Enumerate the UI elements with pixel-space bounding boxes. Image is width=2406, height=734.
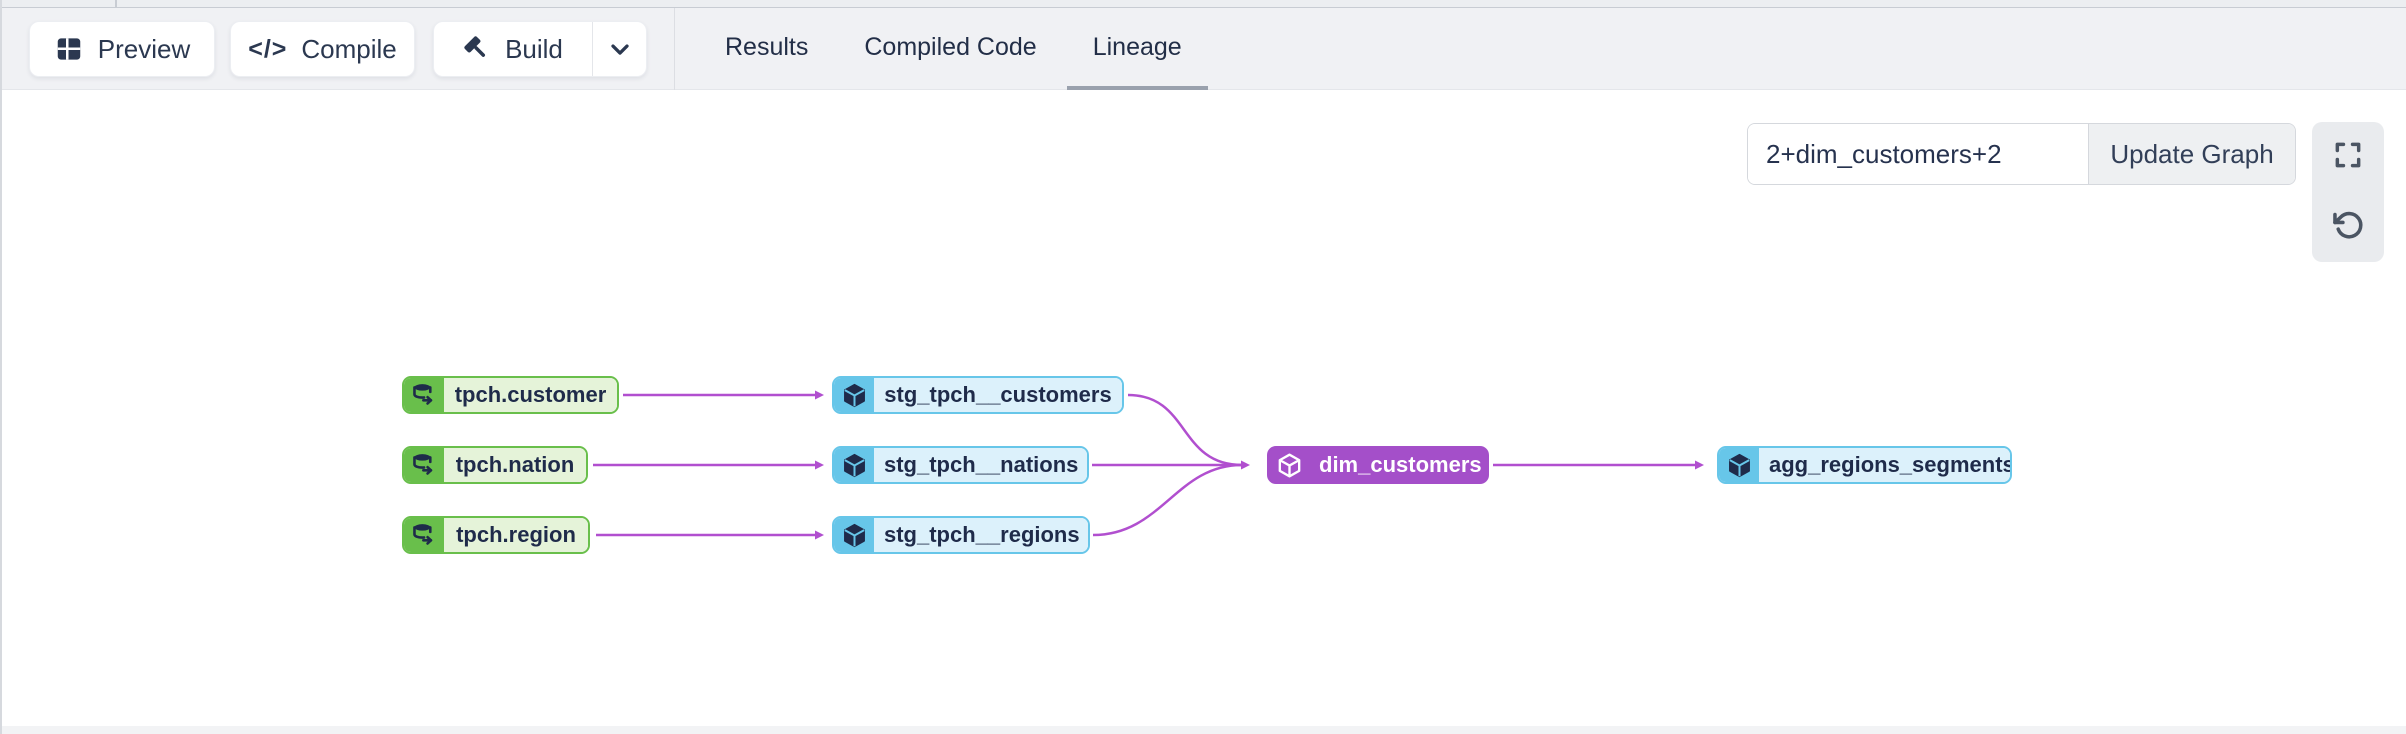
database-icon: [404, 378, 444, 412]
graph-controls-panel: [2312, 122, 2384, 262]
graph-node-tpch-customer[interactable]: tpch.customer: [402, 376, 619, 414]
graph-node-stg-tpch-customers[interactable]: stg_tpch__customers: [832, 376, 1124, 414]
cube-icon: [834, 378, 874, 412]
ide-toolbar: Preview </> Compile Build: [2, 8, 2406, 90]
graph-node-dim-customers[interactable]: dim_customers: [1267, 446, 1489, 484]
tab-results[interactable]: Results: [699, 8, 834, 90]
reset-view-button[interactable]: [2313, 195, 2383, 259]
graph-node-label: tpch.region: [444, 518, 588, 552]
build-button-label: Build: [505, 33, 563, 64]
lineage-canvas: Update Graph: [2, 90, 2406, 726]
graph-node-label: stg_tpch__nations: [874, 448, 1087, 482]
graph-node-label: tpch.customer: [444, 378, 617, 412]
model-selector-combo: Update Graph: [1747, 123, 2296, 185]
edge-stg-tpch-customers-to-dim-customers: [1127, 393, 1243, 467]
fullscreen-icon: [2332, 139, 2364, 176]
tab-results-label: Results: [725, 32, 809, 61]
graph-node-label: stg_tpch__regions: [874, 518, 1088, 552]
graph-node-stg-tpch-nations[interactable]: stg_tpch__nations: [832, 446, 1089, 484]
upper-pane-edge: [2, 0, 2406, 8]
code-icon: </>: [248, 34, 288, 63]
graph-node-label: stg_tpch__customers: [874, 378, 1122, 412]
graph-node-label: tpch.nation: [444, 448, 586, 482]
lineage-stage: tpch.customer tpch.nation tpch.region stg_t…: [2, 90, 2406, 726]
cube-icon: [834, 448, 874, 482]
graph-node-label: dim_customers: [1309, 448, 1487, 482]
graph-node-agg-regions-segments[interactable]: agg_regions_segments: [1717, 446, 2012, 484]
model-selector-input[interactable]: [1748, 124, 2088, 184]
preview-button[interactable]: Preview: [29, 21, 215, 77]
tab-compiled-code-label: Compiled Code: [864, 32, 1037, 61]
chevron-down-icon: [606, 35, 634, 63]
update-graph-label: Update Graph: [2110, 138, 2274, 169]
undo-icon: [2331, 208, 2365, 247]
graph-node-tpch-region[interactable]: tpch.region: [402, 516, 590, 554]
build-button[interactable]: Build: [434, 22, 592, 76]
build-button-group: Build: [433, 21, 647, 77]
cube-icon: [834, 518, 874, 552]
database-icon: [404, 518, 444, 552]
cube-icon: [1269, 448, 1309, 482]
tab-compiled-code[interactable]: Compiled Code: [838, 8, 1062, 90]
toolbar-divider: [674, 8, 675, 90]
horizontal-scroll-track[interactable]: [2, 726, 2406, 734]
graph-node-stg-tpch-regions[interactable]: stg_tpch__regions: [832, 516, 1090, 554]
graph-node-tpch-nation[interactable]: tpch.nation: [402, 446, 588, 484]
upper-pane-divider: [115, 0, 117, 8]
compile-button-label: Compile: [301, 33, 397, 64]
graph-node-label: agg_regions_segments: [1759, 448, 2010, 482]
update-graph-button[interactable]: Update Graph: [2088, 124, 2295, 184]
compile-button[interactable]: </> Compile: [230, 21, 415, 77]
build-options-button[interactable]: [591, 22, 647, 76]
tab-lineage[interactable]: Lineage: [1066, 8, 1208, 90]
preview-button-label: Preview: [97, 33, 191, 64]
tab-lineage-label: Lineage: [1092, 32, 1182, 61]
table-grid-icon: [54, 34, 84, 64]
hammer-icon: [462, 34, 492, 64]
result-tabs: Results Compiled Code Lineage: [699, 8, 1208, 90]
fullscreen-button[interactable]: [2313, 125, 2383, 189]
cube-icon: [1719, 448, 1759, 482]
edge-stg-tpch-regions-to-dim-customers: [1092, 463, 1243, 537]
database-icon: [404, 448, 444, 482]
edge-layer: [593, 390, 1704, 540]
